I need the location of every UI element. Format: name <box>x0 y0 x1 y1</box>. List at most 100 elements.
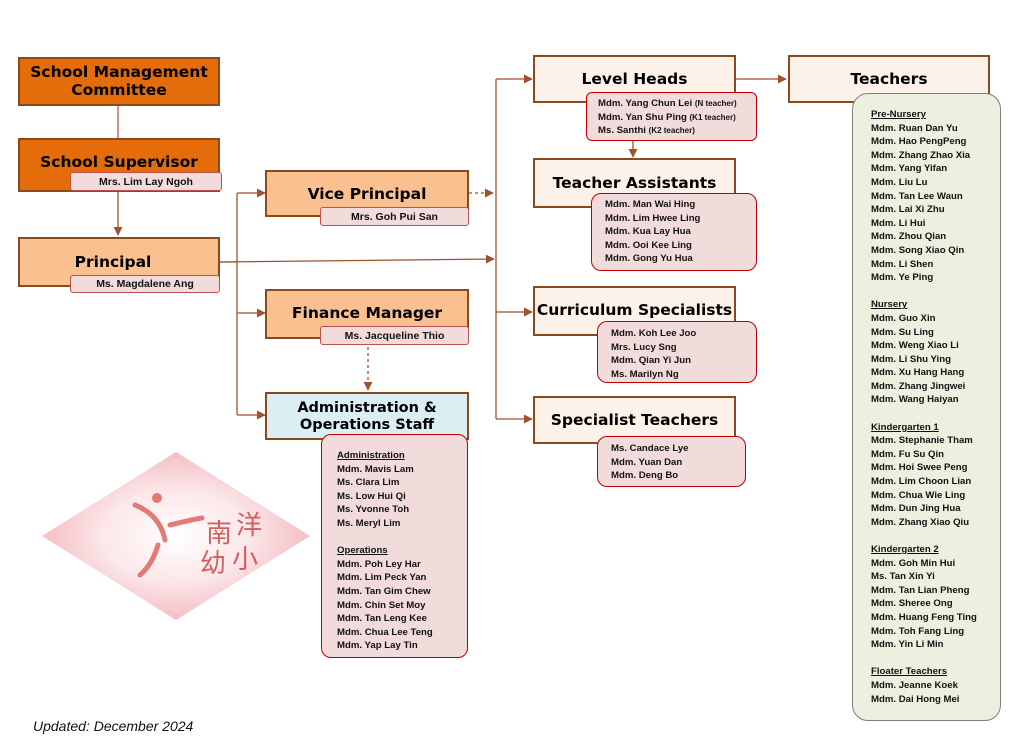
list-item: Mdm. Lim Choon Lian <box>871 476 972 488</box>
list-item: Mdm. Tan Lee Waun <box>871 190 963 202</box>
list-item: Mdm. Chua Lee Teng <box>337 626 433 638</box>
teachers-label: Teachers <box>850 70 928 88</box>
level-head-name: Mdm. Yang Chun Lei <box>598 98 693 109</box>
list-item: Mdm. Xu Hang Hang <box>871 367 965 379</box>
list-item: Mdm. Yuan Dan <box>611 456 683 468</box>
list-item: Mdm. Tan Leng Kee <box>337 613 427 625</box>
list-item: Mdm. Kua Lay Hua <box>605 226 691 238</box>
list-item: Mdm. Gong Yu Hua <box>605 253 693 265</box>
list-item: Mdm. Liu Lu <box>871 176 928 188</box>
logo-char-2: 洋 <box>236 511 262 541</box>
list-item: Mdm. Zhang Xiao Qiu <box>871 516 970 528</box>
updated-footer: Updated: December 2024 <box>33 718 194 734</box>
principal-name-tag: Ms. Magdalene Ang <box>70 275 220 293</box>
supervisor-label: School Supervisor <box>40 153 198 171</box>
group-title: Kindergarten 1 <box>871 421 939 433</box>
list-item: Ms. Santhi (K2 teacher) <box>598 124 756 138</box>
list-item: Mdm. Koh Lee Joo <box>611 328 697 339</box>
list-item: Mdm. Hoi Swee Peng <box>871 462 968 474</box>
list-item: Mdm. Li Shen <box>871 258 934 270</box>
logo-figure-icon <box>132 502 168 543</box>
list-item: Mdm. Ye Ping <box>871 272 934 284</box>
logo-char-4: 小 <box>232 545 258 575</box>
level-head-name: Mdm. Yan Shu Ping <box>598 111 687 123</box>
group-title: Nursery <box>871 299 908 311</box>
principal-right-arrow <box>219 254 495 264</box>
group-title: Pre-Nursery <box>871 109 926 120</box>
list-item: Mdm. Qian Yi Jun <box>611 355 691 367</box>
list-item: Mdm. Dai Hong Mei <box>871 693 960 705</box>
list-item: Ms. Marilyn Ng <box>611 368 679 380</box>
list-item: Mdm. Deng Bo <box>611 470 679 482</box>
list-item: Mrs. Lucy Sng <box>611 341 677 353</box>
list-item: Ms. Clara Lim <box>337 477 400 489</box>
list-item: Mdm. Goh Min Hui <box>871 557 956 569</box>
list-item: Mdm. Chin Set Moy <box>337 599 426 611</box>
list-item: Mdm. Stephanie Tham <box>871 435 973 447</box>
list-item: Mdm. Li Hui <box>871 217 926 229</box>
list-item: Mdm. Hao PengPeng <box>871 136 967 148</box>
curriculum-list: Mdm. Koh Lee Joo Mrs. Lucy Sng Mdm. Qian… <box>597 321 757 383</box>
admin-section-title: Administration <box>337 450 405 461</box>
finance-label: Finance Manager <box>291 304 443 322</box>
list-item: Ms. Low Hui Qi <box>337 490 406 502</box>
list-item: Mdm. Lai Xi Zhu <box>871 204 945 216</box>
list-item: Mdm. Dun Jing Hua <box>871 503 961 515</box>
list-item: Mdm. Chua Wie Ling <box>871 489 966 501</box>
list-item: Mdm. Jeanne Koek <box>871 679 958 691</box>
list-item: Ms. Meryl Lim <box>337 517 401 529</box>
list-item: Mdm. Zhang Zhao Xia <box>871 149 971 161</box>
specialist-teachers-label: Specialist Teachers <box>550 411 719 429</box>
vice-principal-label: Vice Principal <box>307 185 427 203</box>
list-item: Mdm. Ruan Dan Yu <box>871 122 958 134</box>
specialist-teachers-list: Ms. Candace Lye Mdm. Yuan Dan Mdm. Deng … <box>597 436 746 487</box>
list-item: Mdm. Mavis Lam <box>337 463 414 475</box>
list-item: Mdm. Sheree Ong <box>871 598 953 610</box>
list-item: Ms. Yvonne Toh <box>337 504 410 516</box>
list-item: Mdm. Yin Li Min <box>871 639 944 651</box>
list-item: Mdm. Tan Lian Pheng <box>871 584 970 596</box>
list-item: Mdm. Su Ling <box>871 326 934 338</box>
level-head-role: (K1 teacher) <box>689 112 736 122</box>
list-item: Mdm. Ooi Kee Ling <box>605 239 692 251</box>
level-head-name: Ms. Santhi <box>598 125 646 137</box>
level-head-role: (N teacher) <box>694 99 737 108</box>
teacher-assistants-list: Mdm. Man Wai Hing Mdm. Lim Hwee Ling Mdm… <box>591 193 757 271</box>
list-item: Mdm. Weng Xiao Li <box>871 340 959 352</box>
list-item: Mdm. Fu Su Qin <box>871 448 945 460</box>
group-title: Floater Teachers <box>871 666 948 678</box>
logo-char-1: 南 <box>206 519 232 549</box>
smc-label: School Management Committee <box>30 62 208 99</box>
teacher-assistants-label: Teacher Assistants <box>552 174 717 192</box>
level-heads-list: Mdm. Yang Chun Lei (N teacher) Mdm. Yan … <box>586 92 757 141</box>
list-item: Mdm. Wang Haiyan <box>871 394 959 406</box>
list-item: Mdm. Toh Fang Ling <box>871 625 965 637</box>
level-head-role: (K2 teacher) <box>648 126 695 136</box>
list-item: Mdm. Zhou Qian <box>871 231 947 243</box>
logo-char-3: 幼 <box>200 549 226 579</box>
list-item: Ms. Tan Xin Yi <box>871 571 935 583</box>
principal-label: Principal <box>74 253 152 271</box>
admin-box: Administration & Operations Staff <box>265 392 469 440</box>
list-item: Mdm. Yang Chun Lei (N teacher) <box>598 97 756 111</box>
curriculum-label: Curriculum Specialists <box>536 301 733 319</box>
list-item: Mdm. Zhang Jingwei <box>871 380 966 392</box>
list-item: Mdm. Yap Lay Tin <box>337 640 418 652</box>
operations-section-title: Operations <box>337 545 388 557</box>
list-item: Mdm. Li Shu Ying <box>871 353 951 365</box>
list-item: Mdm. Lim Peck Yan <box>337 572 427 584</box>
list-item: Mdm. Yang Yifan <box>871 163 948 175</box>
list-item: Mdm. Tan Gim Chew <box>337 585 431 597</box>
list-item: Mdm. Yan Shu Ping (K1 teacher) <box>598 111 756 125</box>
finance-name-tag: Ms. Jacqueline Thio <box>320 326 469 345</box>
list-item: Mdm. Lim Hwee Ling <box>605 212 701 224</box>
group-title: Kindergarten 2 <box>871 544 939 555</box>
smc-box: School Management Committee <box>18 57 220 106</box>
vice-principal-name-tag: Mrs. Goh Pui San <box>320 207 469 226</box>
admin-staff-list: Administration Mdm. Mavis Lam Ms. Clara … <box>321 434 468 658</box>
list-item: Mdm. Song Xiao Qin <box>871 244 965 256</box>
supervisor-name-tag: Mrs. Lim Lay Ngoh <box>70 172 222 191</box>
list-item: Ms. Candace Lye <box>611 443 689 454</box>
list-item: Mdm. Huang Feng Ting <box>871 611 977 623</box>
